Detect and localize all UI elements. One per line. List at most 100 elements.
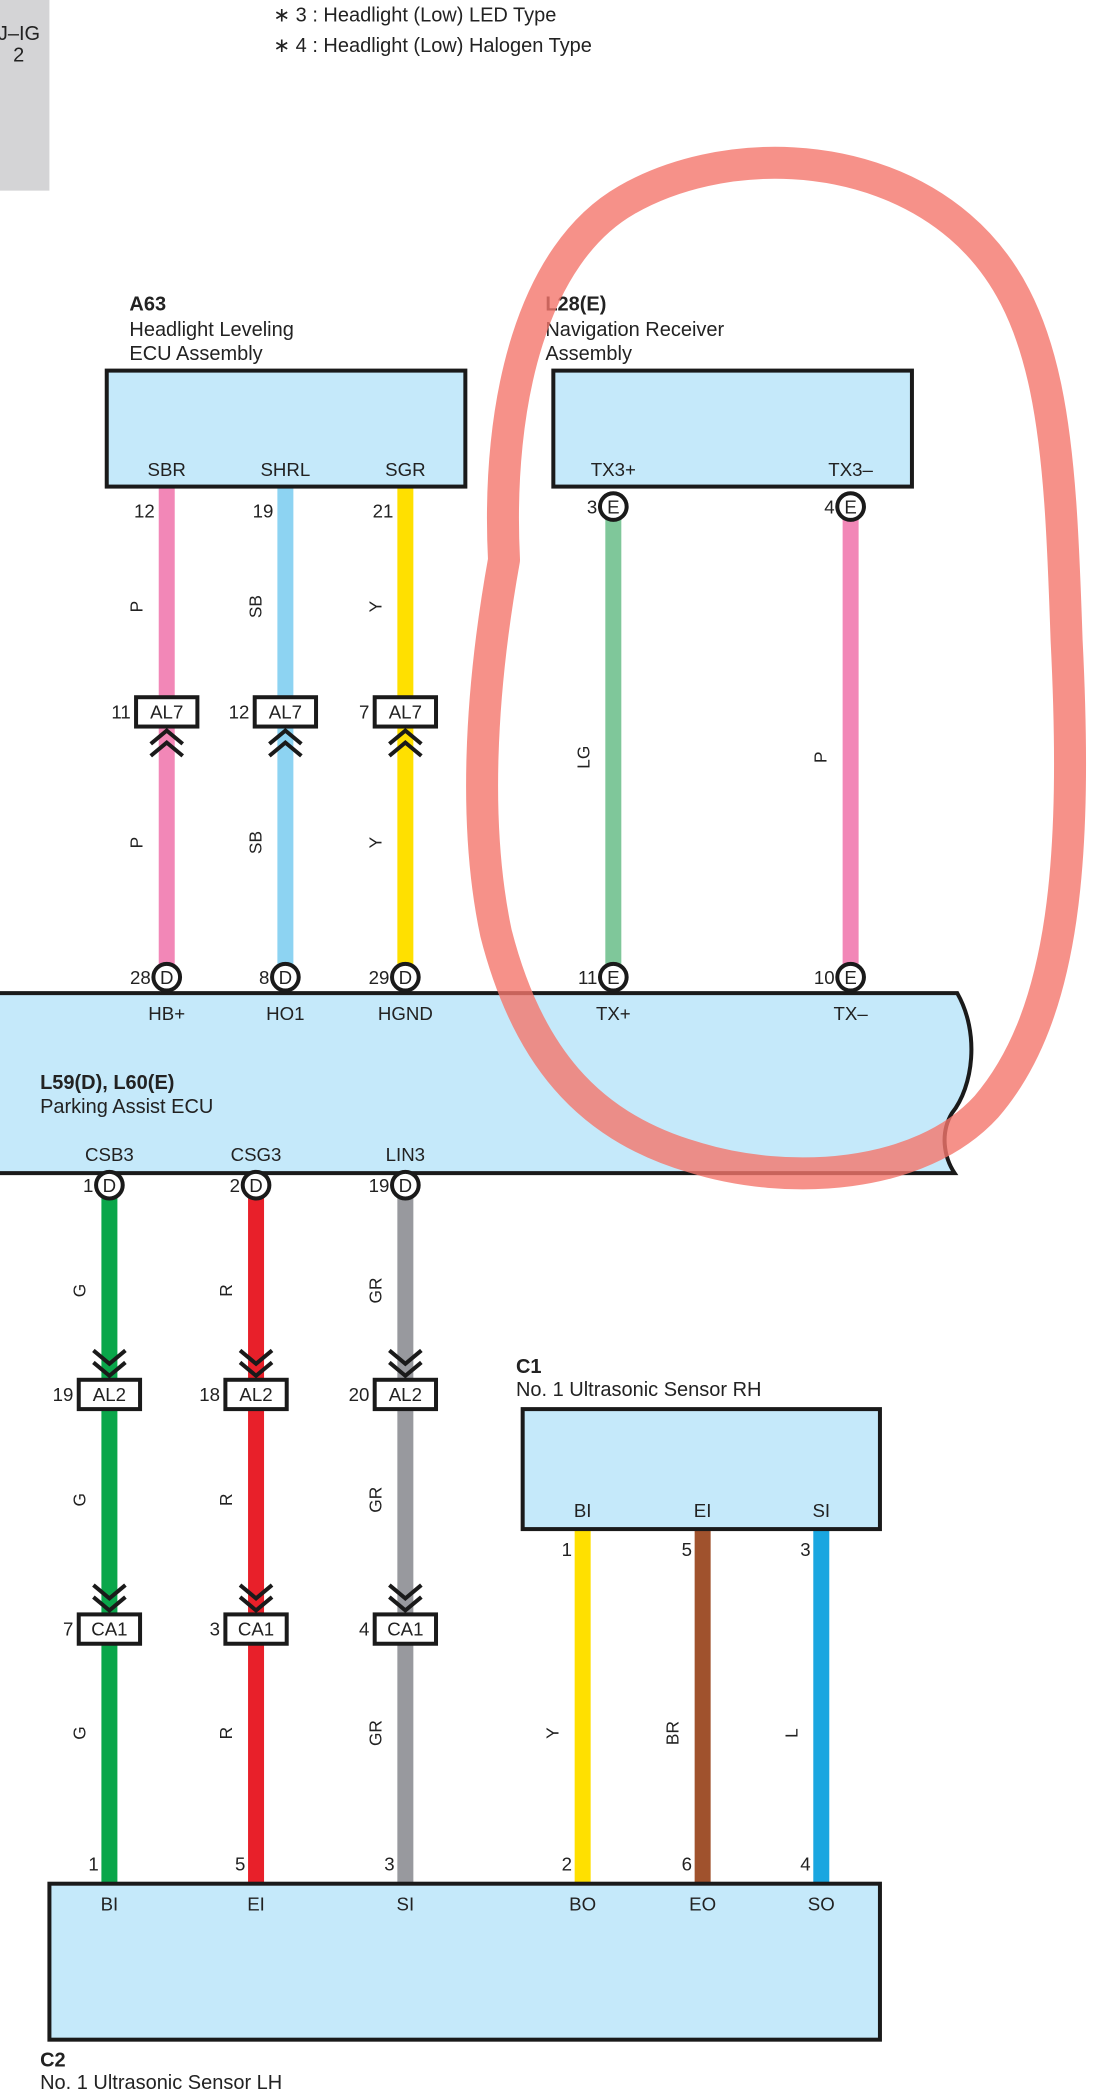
connector-letter: E	[607, 967, 619, 988]
wire-color-code: GR	[365, 1487, 385, 1513]
wire-color-code: SB	[245, 831, 265, 854]
c2-pin-name: EI	[247, 1893, 265, 1914]
connector-al2-pin-number: 18	[199, 1384, 220, 1405]
connector-ca1	[223, 1612, 289, 1646]
hand-drawn-highlight-circle	[466, 146, 1087, 1190]
connector-pin-circle	[94, 1169, 125, 1201]
wire-color-code: SB	[245, 595, 265, 618]
connector-letter: E	[844, 967, 856, 988]
a63-pin-name: SGR	[385, 459, 425, 480]
c1-pin-name: SI	[812, 1500, 830, 1521]
connector-ca1-pin-number: 3	[210, 1619, 220, 1640]
c2-pin-number: 2	[562, 1853, 572, 1874]
connector-al7-pin-number: 7	[359, 702, 369, 723]
chevron-up-icon	[388, 727, 423, 746]
connector-ca1-label: CA1	[387, 1619, 423, 1640]
connector-pin-circle	[151, 961, 183, 993]
side-tab-line2: 2	[13, 44, 24, 66]
chevron-down-icon	[92, 1583, 127, 1602]
connector-ca1-label: CA1	[91, 1619, 127, 1640]
l28-pin-name: TX3–	[828, 459, 873, 480]
wire-color-code: P	[127, 601, 147, 613]
connector-al7-label: AL7	[389, 702, 422, 723]
pin-number: 8	[259, 967, 269, 988]
wire-color-code: R	[216, 1284, 236, 1297]
chevron-down-icon	[238, 1348, 274, 1367]
ecu-top-pin-name: TX–	[834, 1003, 869, 1024]
connector-letter: D	[399, 1175, 412, 1196]
connector-pin-circle	[240, 1169, 272, 1201]
connector-al2-label: AL2	[93, 1384, 126, 1405]
connector-pin-circle	[835, 491, 866, 522]
wire-color-code: GR	[365, 1277, 385, 1303]
connector-al7-label: AL7	[269, 702, 302, 723]
c1-pin-name: BI	[574, 1500, 592, 1521]
wire-color-code: Y	[543, 1727, 563, 1739]
chevron-up-icon	[268, 739, 303, 758]
pin-number: 28	[130, 967, 151, 988]
chevron-down-icon	[388, 1583, 423, 1602]
chevron-down-icon	[238, 1360, 274, 1379]
connector-ca1-pin-number: 7	[63, 1619, 73, 1640]
l28-name-line2: Assembly	[545, 343, 632, 365]
c2-name: No. 1 Ultrasonic Sensor LH	[40, 2072, 282, 2089]
chevron-down-icon	[92, 1360, 127, 1379]
ecu-bottom-pin-name: CSB3	[85, 1144, 134, 1165]
l28-code: L28(E)	[545, 294, 606, 316]
note-4: ∗ 4 : Headlight (Low) Halogen Type	[273, 35, 592, 57]
wire-color-code: Y	[365, 836, 385, 848]
connector-al7-label: AL7	[150, 702, 183, 723]
connector-al7	[134, 695, 200, 729]
wire-color-code: L	[781, 1728, 801, 1738]
a63-code: A63	[129, 294, 166, 316]
c1-pin-number: 5	[682, 1539, 692, 1560]
ecu-name: Parking Assist ECU	[40, 1096, 213, 1118]
connector-al7	[372, 695, 439, 729]
pin-number: 1	[83, 1175, 93, 1196]
connector-pin-circle	[390, 961, 421, 993]
wire-color-code: P	[127, 837, 147, 849]
connector-pin-circle	[597, 491, 629, 522]
a63-pin-number: 21	[373, 500, 394, 521]
pin-number: 11	[578, 967, 597, 988]
chevron-up-icon	[268, 727, 303, 746]
pin-number: 29	[369, 967, 390, 988]
connector-al2-pin-number: 19	[53, 1384, 74, 1405]
connector-pin-circle	[597, 961, 629, 993]
ecu-code: L59(D), L60(E)	[40, 1072, 174, 1094]
parking-assist-ecu-box	[0, 991, 974, 1176]
connector-letter: D	[103, 1175, 116, 1196]
ecu-top-pin-name: HGND	[378, 1003, 433, 1024]
connector-pin-circle	[390, 1169, 421, 1201]
c2-ultrasonic-sensor-lh-box	[47, 1881, 882, 2042]
c2-pin-name: EO	[689, 1893, 716, 1914]
c2-code: C2	[40, 2049, 66, 2071]
chevron-down-icon	[238, 1583, 274, 1602]
wire-color-code: G	[69, 1493, 89, 1506]
connector-al2	[76, 1377, 143, 1412]
wire-color-code: Y	[365, 600, 385, 612]
pin-number: 10	[814, 967, 835, 988]
c2-pin-number: 6	[682, 1853, 692, 1874]
a63-headlight-leveling-ecu-box	[104, 368, 468, 489]
connector-letter: E	[844, 496, 856, 517]
c2-pin-number: 3	[384, 1853, 394, 1874]
side-tab	[0, 0, 50, 191]
connector-pin-circle	[835, 961, 866, 993]
a63-name-line1: Headlight Leveling	[129, 319, 293, 341]
c1-ultrasonic-sensor-rh-box	[520, 1407, 882, 1532]
c2-pin-name: BO	[569, 1893, 596, 1914]
wire-color-code: LG	[573, 746, 593, 769]
ecu-bottom-pin-name: CSG3	[231, 1144, 282, 1165]
pin-number: 3	[587, 496, 597, 517]
wire-color-code: P	[811, 751, 831, 763]
wire-color-code: R	[216, 1727, 236, 1740]
pin-number: 19	[369, 1175, 390, 1196]
connector-letter: D	[160, 967, 173, 988]
connector-al2	[372, 1377, 439, 1412]
l28-pin-name: TX3+	[591, 459, 636, 480]
l28-navigation-receiver-box	[551, 368, 914, 489]
a63-pin-name: SHRL	[260, 459, 310, 480]
wire-color-code: G	[69, 1726, 89, 1739]
a63-pin-name: SBR	[148, 459, 186, 480]
